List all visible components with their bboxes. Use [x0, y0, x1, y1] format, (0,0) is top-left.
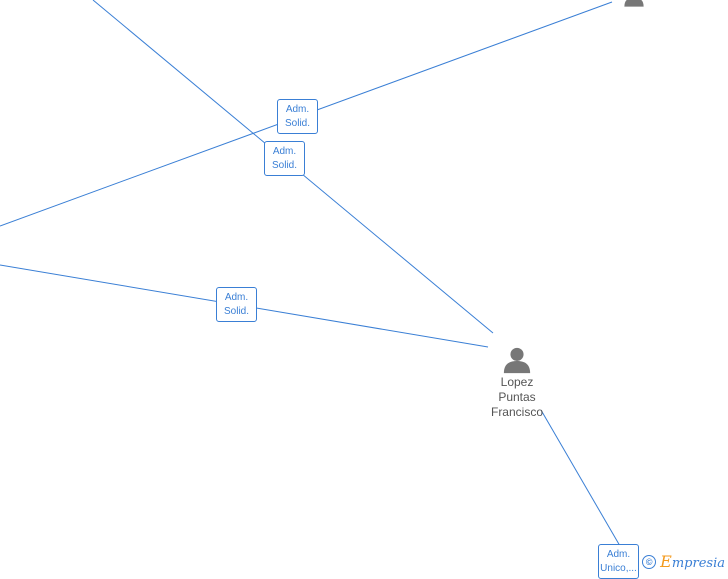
- person-icon[interactable]: [618, 0, 650, 8]
- edge-label-role-detail: Solid.: [271, 160, 297, 171]
- edge-label[interactable]: Adm. Solid.: [264, 141, 305, 176]
- edge-label-role: Adm.: [606, 549, 631, 560]
- person-name-line: Puntas: [498, 390, 536, 404]
- brand-logo: Empresia: [660, 552, 725, 571]
- watermark: © Empresia: [642, 552, 725, 571]
- edge-label-role: Adm.: [272, 146, 297, 157]
- edge-label-role: Adm.: [224, 292, 249, 303]
- edge-label[interactable]: Adm. Unico,...: [598, 544, 639, 579]
- copyright-icon: ©: [642, 554, 657, 569]
- edge-line: [540, 409, 621, 547]
- edge-label-role-detail: Solid.: [223, 306, 249, 317]
- person-icon: [503, 347, 531, 374]
- edge-label-role-detail: Solid.: [284, 118, 310, 129]
- person-name-line: Francisco: [490, 405, 543, 419]
- person-name-line: Lopez: [500, 375, 534, 389]
- person-node-lopez[interactable]: Lopez Puntas Francisco: [482, 345, 552, 420]
- edge-label[interactable]: Adm. Solid.: [277, 99, 318, 134]
- edge-label-role-detail: Unico,...: [600, 563, 637, 574]
- edge-label-role: Adm.: [285, 104, 310, 115]
- edge-label[interactable]: Adm. Solid.: [216, 287, 257, 322]
